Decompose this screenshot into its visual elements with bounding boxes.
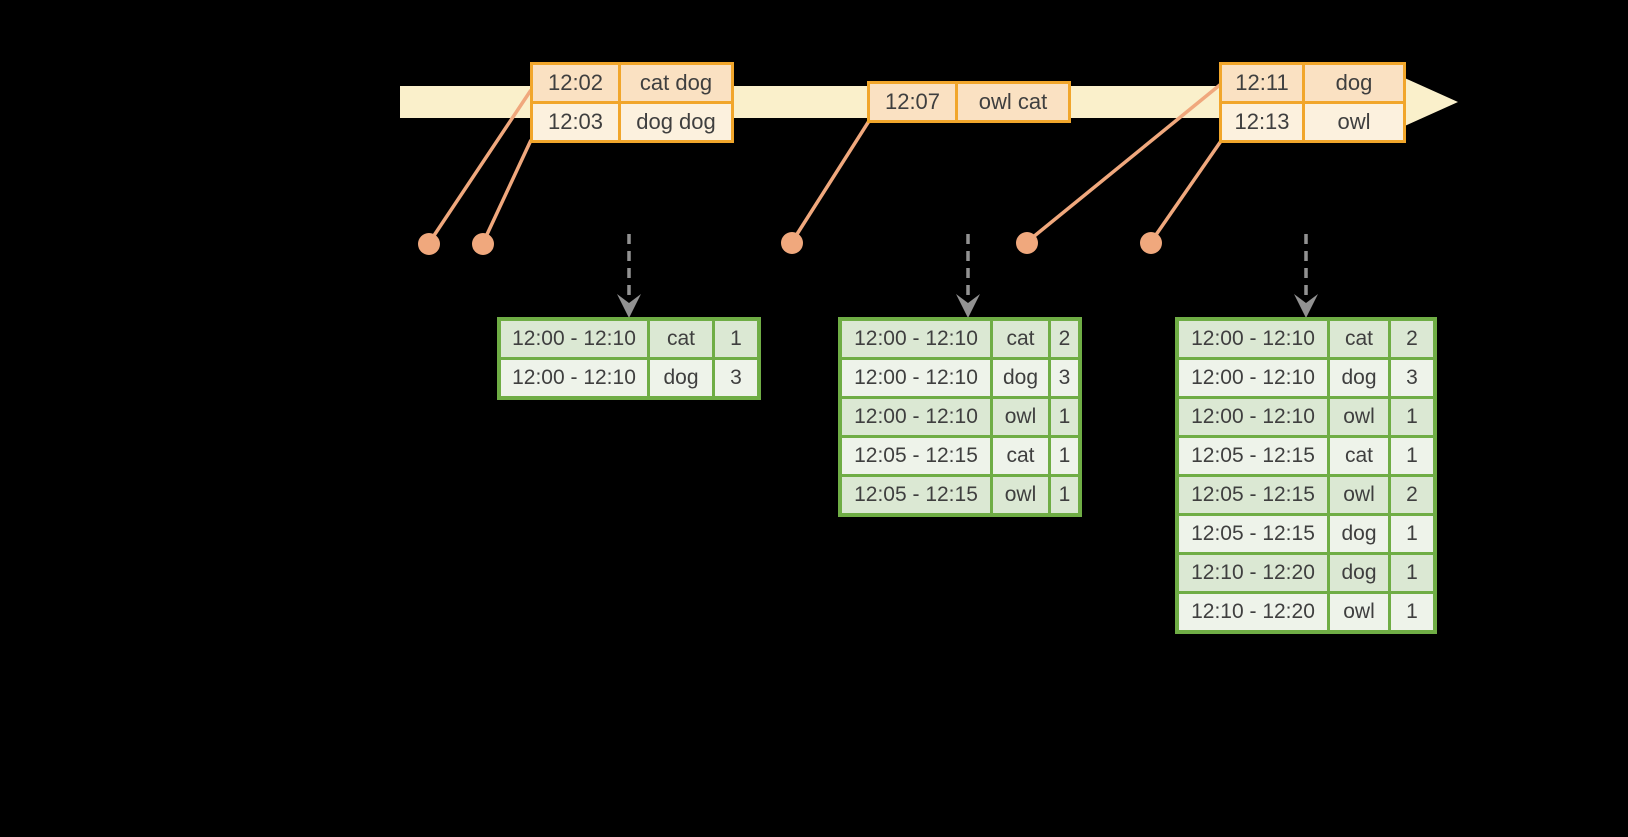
count-cell: 1 [1051,438,1078,474]
count-cell: 1 [1391,555,1433,591]
trigger-arrowhead-icon-1 [617,294,641,318]
window-cell: 12:00 - 12:10 [842,321,990,357]
window-cell: 12:05 - 12:15 [842,477,990,513]
window-cell: 12:05 - 12:15 [1179,516,1327,552]
word-cell: dog [1330,516,1388,552]
event-connector-lines [427,82,1223,244]
word-cell: cat [993,438,1048,474]
result-table-3: 12:00 - 12:10 cat 2 12:00 - 12:10 dog 3 … [1175,317,1437,634]
count-cell: 1 [1051,399,1078,435]
word-cell: cat [650,321,712,357]
event-table-2: 12:07 owl cat [867,81,1071,123]
event-line-1202 [427,89,533,244]
word-cell: owl [1330,399,1388,435]
event-dot-1203 [472,233,494,255]
word-cell: dog [650,360,712,396]
window-cell: 12:05 - 12:15 [1179,477,1327,513]
word-cell: owl [993,399,1048,435]
window-cell: 12:00 - 12:10 [1179,321,1327,357]
count-cell: 3 [715,360,757,396]
event-table-1: 12:02 cat dog 12:03 dog dog [530,62,734,143]
event-line-1203 [481,139,533,244]
count-cell: 1 [1051,477,1078,513]
event-line-1211 [1025,82,1223,244]
word-cell: owl [1330,594,1388,630]
window-cell: 12:05 - 12:15 [1179,438,1327,474]
event-time-cell: 12:02 [533,65,618,101]
event-dots [418,232,1162,255]
event-dot-1211 [1016,232,1038,254]
window-cell: 12:00 - 12:10 [1179,360,1327,396]
trigger-arrowhead-icon-2 [956,294,980,318]
event-time-cell: 12:03 [533,104,618,140]
count-cell: 2 [1391,477,1433,513]
window-cell: 12:10 - 12:20 [1179,594,1327,630]
count-cell: 1 [1391,516,1433,552]
event-words-cell: dog [1305,65,1403,101]
word-cell: owl [1330,477,1388,513]
event-words-cell: cat dog [621,65,731,101]
word-cell: cat [1330,438,1388,474]
word-cell: cat [993,321,1048,357]
window-cell: 12:00 - 12:10 [1179,399,1327,435]
event-line-1207 [790,120,871,243]
trigger-arrows [617,234,1318,318]
event-words-cell: owl cat [958,84,1068,120]
trigger-arrowhead-icon-3 [1294,294,1318,318]
count-cell: 2 [1051,321,1078,357]
count-cell: 1 [1391,438,1433,474]
event-table-3: 12:11 dog 12:13 owl [1219,62,1406,143]
word-cell: dog [993,360,1048,396]
count-cell: 3 [1391,360,1433,396]
event-dot-1207 [781,232,803,254]
event-words-cell: owl [1305,104,1403,140]
event-dot-1213 [1140,232,1162,254]
event-line-1213 [1149,140,1223,243]
event-time-cell: 12:07 [870,84,955,120]
result-table-1: 12:00 - 12:10 cat 1 12:00 - 12:10 dog 3 [497,317,761,400]
count-cell: 1 [715,321,757,357]
window-cell: 12:00 - 12:10 [842,360,990,396]
count-cell: 1 [1391,399,1433,435]
timeline-arrowhead-icon [1398,75,1458,129]
window-cell: 12:00 - 12:10 [842,399,990,435]
window-cell: 12:00 - 12:10 [501,360,647,396]
window-cell: 12:00 - 12:10 [501,321,647,357]
word-cell: owl [993,477,1048,513]
result-table-2: 12:00 - 12:10 cat 2 12:00 - 12:10 dog 3 … [838,317,1082,517]
word-cell: dog [1330,555,1388,591]
event-time-cell: 12:11 [1222,65,1302,101]
word-cell: dog [1330,360,1388,396]
word-cell: cat [1330,321,1388,357]
window-cell: 12:10 - 12:20 [1179,555,1327,591]
event-words-cell: dog dog [621,104,731,140]
window-cell: 12:05 - 12:15 [842,438,990,474]
event-time-cell: 12:13 [1222,104,1302,140]
event-dot-1202 [418,233,440,255]
count-cell: 2 [1391,321,1433,357]
count-cell: 1 [1391,594,1433,630]
count-cell: 3 [1051,360,1078,396]
